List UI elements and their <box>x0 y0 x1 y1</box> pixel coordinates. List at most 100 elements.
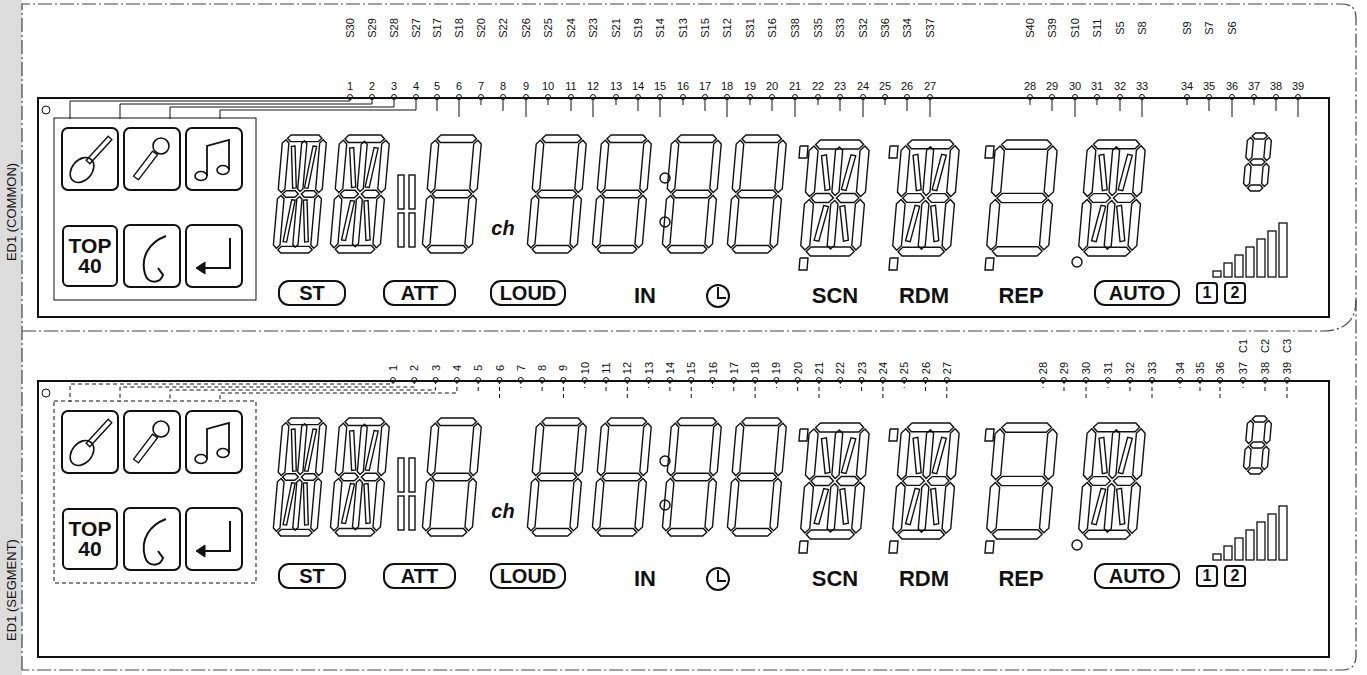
segment <box>800 200 813 251</box>
note-icon <box>217 166 229 175</box>
wire <box>120 97 372 119</box>
clock-hands <box>718 287 726 298</box>
segment <box>732 423 744 475</box>
pin-number: 20 <box>766 81 778 92</box>
wire <box>170 97 394 119</box>
segment-digit <box>1243 133 1272 191</box>
segment <box>278 423 289 476</box>
segment <box>1078 200 1091 251</box>
pin-number: 33 <box>1136 81 1148 92</box>
pin-number: 3 <box>391 81 397 92</box>
segment <box>427 140 439 192</box>
segment <box>818 155 833 191</box>
pin-number: 38 <box>1270 81 1282 92</box>
pin-label: S26 <box>521 18 532 38</box>
segment-digit <box>527 135 587 253</box>
indicator-box: 1 <box>1196 282 1218 304</box>
frame-line <box>22 4 1356 670</box>
segment <box>422 479 434 531</box>
segment <box>1247 468 1263 474</box>
segment <box>1044 429 1058 479</box>
icon-box <box>186 508 242 570</box>
guitar-icon <box>65 153 98 187</box>
segment <box>897 146 910 197</box>
segment <box>1083 429 1096 480</box>
segment <box>705 196 717 248</box>
segment <box>310 479 321 532</box>
segment <box>330 479 342 531</box>
pin-label: S32 <box>858 18 869 38</box>
segment <box>902 194 924 203</box>
segment-digit <box>592 418 652 536</box>
level-bar <box>1246 530 1254 560</box>
pin-number: 33 <box>1147 362 1158 374</box>
segment <box>837 489 852 525</box>
icon-box: TOP 40 <box>62 508 118 570</box>
pin-label: S5 <box>1115 21 1126 34</box>
segment-digit <box>800 423 870 539</box>
panel-label: ED1 (SEGMENT) <box>5 539 18 641</box>
point-dot <box>1072 540 1082 550</box>
corner-mark <box>42 389 50 397</box>
pin-number: 13 <box>610 81 622 92</box>
segment-label: SCN <box>812 285 858 307</box>
wire <box>220 380 457 402</box>
segment <box>927 194 949 203</box>
pin-number: 31 <box>1091 81 1103 92</box>
segment <box>946 429 959 480</box>
pin-label: S40 <box>1025 18 1036 38</box>
level-bar <box>1268 231 1276 277</box>
pin-label: S9 <box>1182 21 1193 34</box>
pin-label: S29 <box>367 18 378 38</box>
bar-segment <box>409 175 415 209</box>
segment-label: RDM <box>899 285 949 307</box>
pin-label: S20 <box>476 18 487 38</box>
pin-label: S37 <box>925 18 936 38</box>
segment <box>1250 159 1266 165</box>
pin-label: S8 <box>1137 21 1148 34</box>
level-bar <box>1235 538 1243 560</box>
segment <box>1250 442 1266 448</box>
indicator-text: ATT <box>401 566 438 586</box>
pin-label: S16 <box>767 18 778 38</box>
segment <box>335 140 347 192</box>
segment <box>836 477 859 486</box>
segment <box>709 423 721 475</box>
mic-icon <box>134 151 158 180</box>
icon-box <box>124 128 180 190</box>
level-bar <box>1257 522 1265 560</box>
segment <box>1252 416 1268 422</box>
note-icon <box>195 172 207 181</box>
segment <box>1247 185 1263 191</box>
icon-box <box>124 411 180 473</box>
pin-number: 23 <box>856 362 867 374</box>
segment <box>814 206 829 242</box>
segment <box>727 479 739 531</box>
segment <box>770 196 782 248</box>
note-icon <box>207 423 229 459</box>
pin-number: 21 <box>814 362 825 374</box>
indicator-box: 2 <box>1224 565 1246 587</box>
pin-label: S11 <box>1092 19 1103 38</box>
pin-label: S22 <box>498 18 509 38</box>
segment <box>1132 146 1145 197</box>
pin-number: 21 <box>789 81 801 92</box>
point-dot <box>1072 257 1082 267</box>
segment-digit <box>662 135 722 253</box>
segment <box>304 146 316 188</box>
segment <box>667 529 707 537</box>
segment <box>527 479 539 531</box>
indicator-box: ST <box>278 280 346 306</box>
corner-mark <box>42 106 50 114</box>
segment <box>340 190 359 198</box>
pin-label: S17 <box>432 18 443 38</box>
pin-label: S7 <box>1204 21 1215 34</box>
bar-segment <box>398 213 404 247</box>
pin-number: 37 <box>1248 81 1260 92</box>
segment <box>532 423 544 475</box>
icon-box: TOP 40 <box>62 225 118 287</box>
segment <box>732 140 744 192</box>
segment <box>330 196 342 248</box>
pin-label: S38 <box>790 18 801 38</box>
pin-number: 29 <box>1046 81 1058 92</box>
